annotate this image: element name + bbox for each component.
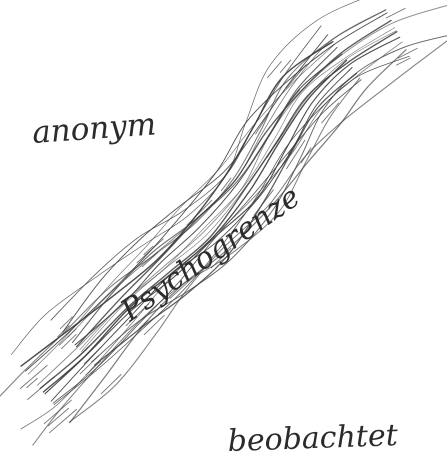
band-dash bbox=[77, 347, 88, 358]
label-beobachtet: beobachtet bbox=[227, 418, 399, 459]
band-dash bbox=[268, 62, 282, 78]
band-stroke bbox=[45, 37, 400, 394]
band-dash bbox=[267, 133, 283, 158]
band-dash bbox=[288, 136, 300, 154]
band-stroke bbox=[43, 60, 346, 392]
band-dash bbox=[28, 377, 54, 400]
label-anonym: anonym bbox=[31, 106, 157, 151]
band-dash bbox=[27, 379, 38, 388]
band-dash bbox=[386, 8, 405, 18]
band-dash bbox=[397, 58, 411, 65]
